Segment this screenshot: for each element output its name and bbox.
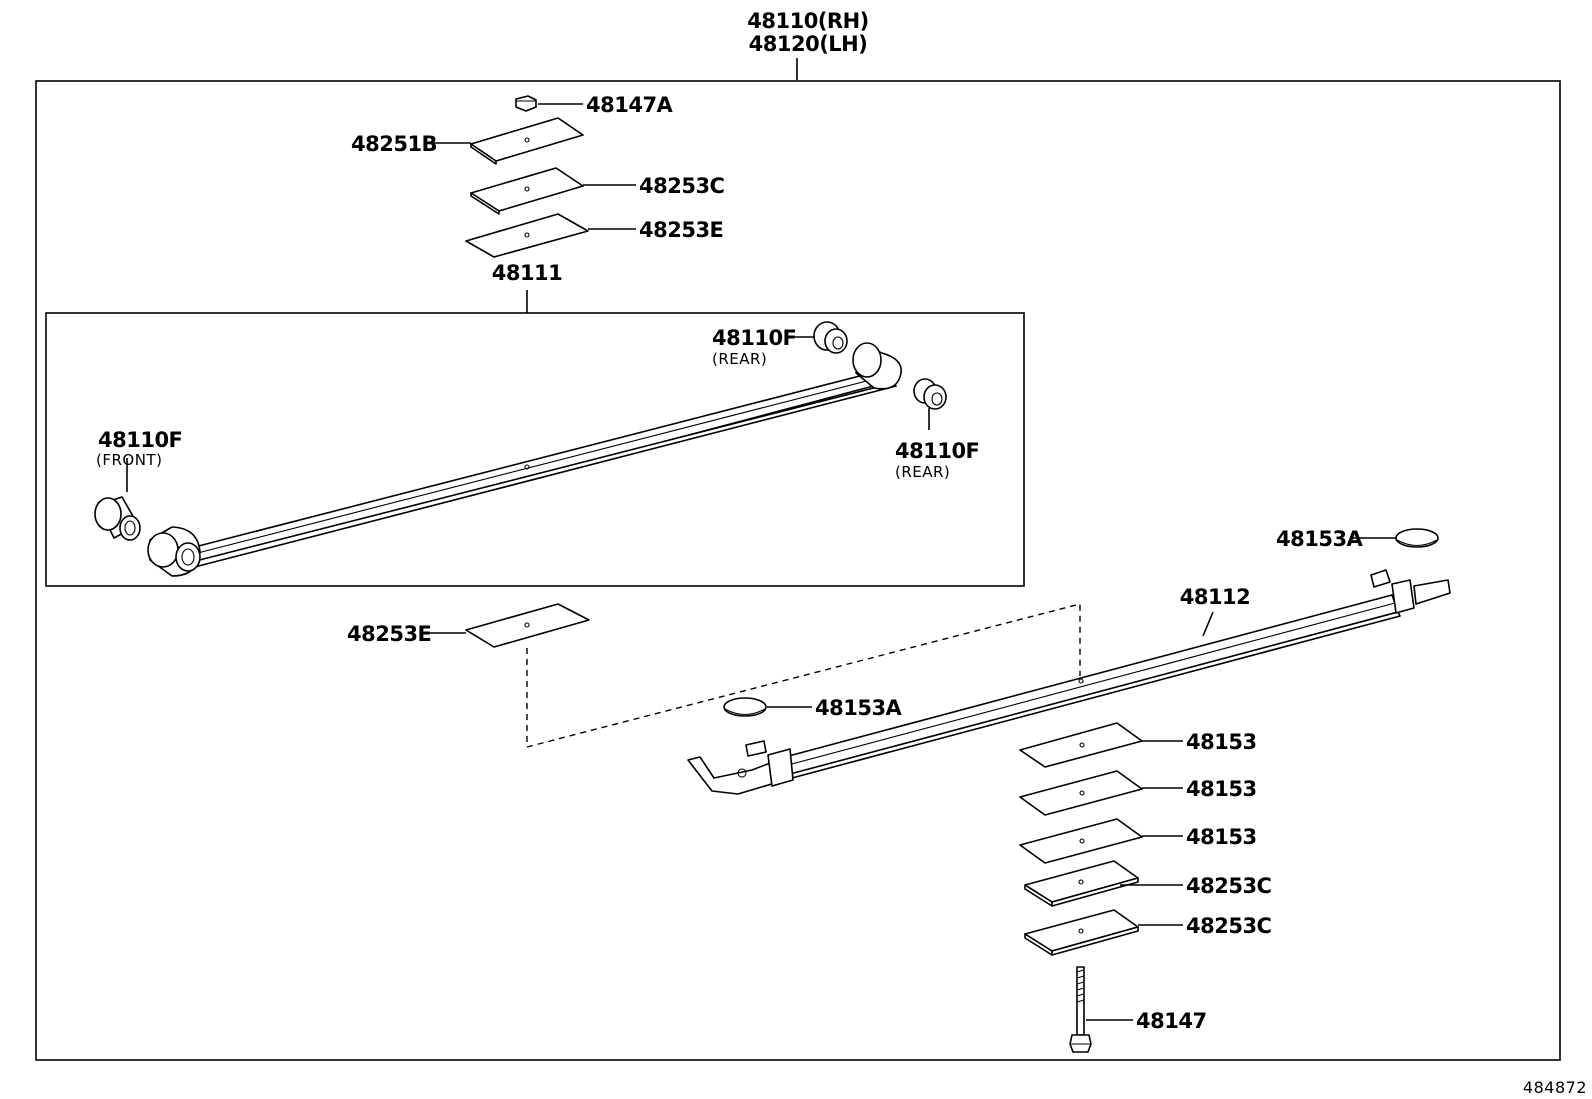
leaf-48112[interactable] xyxy=(687,569,1451,795)
bushing-rear-lower-48110f[interactable] xyxy=(913,378,947,410)
label-48253e-mid[interactable]: 48253E xyxy=(347,622,432,646)
label-48253c-2[interactable]: 48253C xyxy=(1186,914,1272,938)
diagram-id: 484872 xyxy=(1523,1078,1587,1097)
label-bushing-front[interactable]: 48110F xyxy=(98,428,183,452)
plate-48153-1[interactable] xyxy=(1019,722,1143,768)
label-48111[interactable]: 48111 xyxy=(492,261,563,285)
assembly-code-rh[interactable]: 48110(RH) xyxy=(747,9,869,33)
label-48253e-top[interactable]: 48253E xyxy=(639,218,724,242)
label-48112[interactable]: 48112 xyxy=(1180,585,1251,609)
bushing-front-48110f[interactable] xyxy=(94,496,141,541)
label-48147a[interactable]: 48147A xyxy=(586,93,674,117)
label-48153-3[interactable]: 48153 xyxy=(1186,825,1257,849)
note-bushing-front: (FRONT) xyxy=(96,451,162,469)
plate-48253c-1[interactable] xyxy=(1024,860,1139,907)
plate-48253c-2[interactable] xyxy=(1024,909,1139,956)
label-bushing-rear-upper[interactable]: 48110F xyxy=(712,326,797,350)
plate-48251b[interactable] xyxy=(470,117,584,165)
plate-48253c-top[interactable] xyxy=(470,167,584,215)
label-48253c-top[interactable]: 48253C xyxy=(639,174,725,198)
pad-48153a-left[interactable] xyxy=(723,697,767,717)
leaf-spring-48111[interactable] xyxy=(179,369,897,571)
note-bushing-rear-upper: (REAR) xyxy=(712,350,767,368)
subassembly-frame xyxy=(45,312,1025,587)
plate-48253e-mid[interactable] xyxy=(465,603,590,648)
leaf-spring-front-eye xyxy=(147,526,201,577)
label-48153-1[interactable]: 48153 xyxy=(1186,730,1257,754)
outer-frame xyxy=(35,80,1561,1061)
nut-48147a[interactable] xyxy=(515,95,537,112)
label-48153a-left[interactable]: 48153A xyxy=(815,696,903,720)
label-48253c-1[interactable]: 48253C xyxy=(1186,874,1272,898)
leader-48112 xyxy=(1202,611,1214,637)
label-48153a-right[interactable]: 48153A xyxy=(1276,527,1364,551)
bolt-48147[interactable] xyxy=(1069,966,1092,1053)
alignment-dashed-line xyxy=(526,603,1081,748)
label-48153-2[interactable]: 48153 xyxy=(1186,777,1257,801)
assembly-code-lh[interactable]: 48120(LH) xyxy=(749,32,868,56)
label-48147[interactable]: 48147 xyxy=(1136,1009,1207,1033)
label-48251b[interactable]: 48251B xyxy=(351,132,438,156)
plate-48153-3[interactable] xyxy=(1019,818,1143,864)
pad-48153a-right[interactable] xyxy=(1395,528,1439,548)
plate-48253e-top[interactable] xyxy=(465,213,589,258)
label-bushing-rear-lower[interactable]: 48110F xyxy=(895,439,980,463)
note-bushing-rear-lower: (REAR) xyxy=(895,463,950,481)
bushing-rear-upper-48110f[interactable] xyxy=(813,321,848,354)
leaf-spring-rear-eye xyxy=(852,342,902,390)
plate-48153-2[interactable] xyxy=(1019,770,1143,816)
